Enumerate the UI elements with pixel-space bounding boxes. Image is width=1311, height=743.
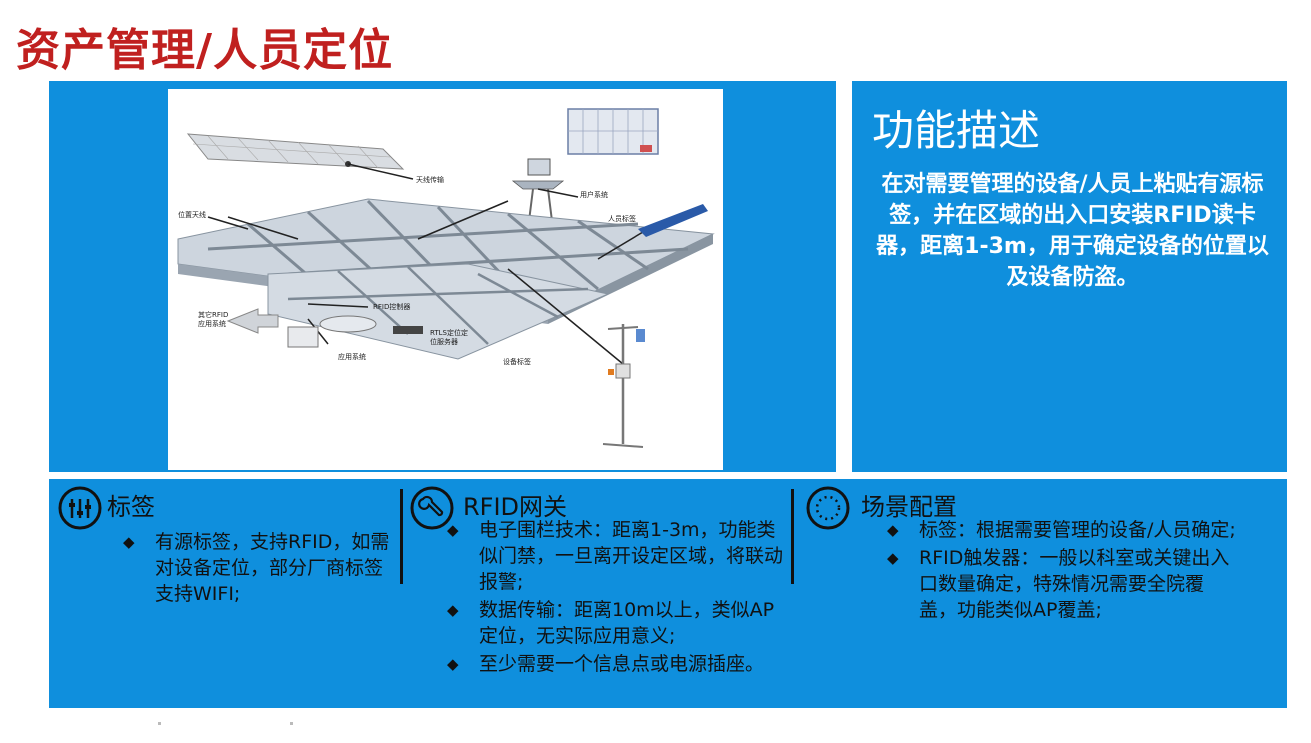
svg-text:位服务器: 位服务器 — [430, 337, 458, 346]
scene-config-bullet-list: 标签：根据需要管理的设备/人员确定; RFID触发器：一般以科室或关键出入口数量… — [887, 517, 1237, 625]
features-panel: 标签 有源标签，支持RFID，如需对设备定位，部分厂商标签支持WIFI; RFI… — [49, 479, 1287, 708]
two-way-arrow — [226, 308, 279, 334]
function-description: 在对需要管理的设备/人员上粘贴有源标签，并在区域的出入口安装RFID读卡器，距离… — [876, 172, 1269, 290]
label-user-system: 用户系统 — [580, 190, 608, 199]
function-panel: 功能描述 在对需要管理的设备/人员上粘贴有源标签，并在区域的出入口安装RFID读… — [852, 81, 1287, 472]
page-title: 资产管理/人员定位 — [16, 25, 394, 76]
list-item: 有源标签，支持RFID，如需对设备定位，部分厂商标签支持WIFI; — [123, 529, 391, 607]
list-item: 标签：根据需要管理的设备/人员确定; — [887, 517, 1237, 543]
workstation-monitor — [527, 158, 551, 176]
app-server — [287, 326, 319, 348]
label-person-tag: 人员标签 — [608, 214, 636, 223]
label-app-system: 应用系统 — [338, 352, 366, 361]
list-item: 数据传输：距离10m以上，类似AP定位，无实际应用意义; — [447, 597, 789, 649]
decorative-dot — [158, 722, 161, 725]
device-tag-marker — [608, 369, 614, 375]
label-rtls-server: RTLS定位定 — [430, 328, 468, 337]
function-title: 功能描述 — [872, 106, 1041, 155]
tag-bullet-list: 有源标签，支持RFID，如需对设备定位，部分厂商标签支持WIFI; — [123, 529, 391, 609]
label-antenna: 天线传输 — [416, 175, 444, 184]
decorative-dot — [290, 722, 293, 725]
column-divider — [400, 489, 403, 584]
label-device-tag: 设备标签 — [503, 357, 531, 366]
tag-sliders-icon — [57, 485, 103, 531]
svg-text:应用系统: 应用系统 — [198, 319, 226, 328]
label-position-antenna: 位置天线 — [178, 210, 206, 219]
list-item: 电子围栏技术：距离1-3m，功能类似门禁，一旦离开设定区域，将联动报警; — [447, 517, 789, 595]
dotted-circle-icon — [805, 485, 851, 531]
list-item: RFID触发器：一般以科室或关键出入口数量确定，特殊情况需要全院覆盖，功能类似A… — [887, 545, 1237, 623]
diagram-panel: 天线传输 位置天线 用户系统 人员标签 其它RFID 应用系统 RFID控制器 … — [49, 81, 836, 472]
rtls-server-box — [393, 326, 423, 334]
label-rfid-controller: RFID控制器 — [373, 302, 410, 311]
rfid-floorplan-diagram: 天线传输 位置天线 用户系统 人员标签 其它RFID 应用系统 RFID控制器 … — [177, 108, 715, 448]
handheld-tag — [638, 204, 708, 237]
label-other-system: 其它RFID — [198, 310, 228, 319]
rfid-system-illustration: 天线传输 位置天线 用户系统 人员标签 其它RFID 应用系统 RFID控制器 … — [168, 89, 723, 470]
wrench-icon — [409, 485, 455, 531]
column-title-tag: 标签 — [107, 493, 155, 521]
column-divider — [791, 489, 794, 584]
ceiling-panel — [186, 133, 405, 170]
list-item: 至少需要一个信息点或电源插座。 — [447, 651, 789, 677]
rfid-gateway-bullet-list: 电子围栏技术：距离1-3m，功能类似门禁，一旦离开设定区域，将联动报警; 数据传… — [447, 517, 789, 679]
